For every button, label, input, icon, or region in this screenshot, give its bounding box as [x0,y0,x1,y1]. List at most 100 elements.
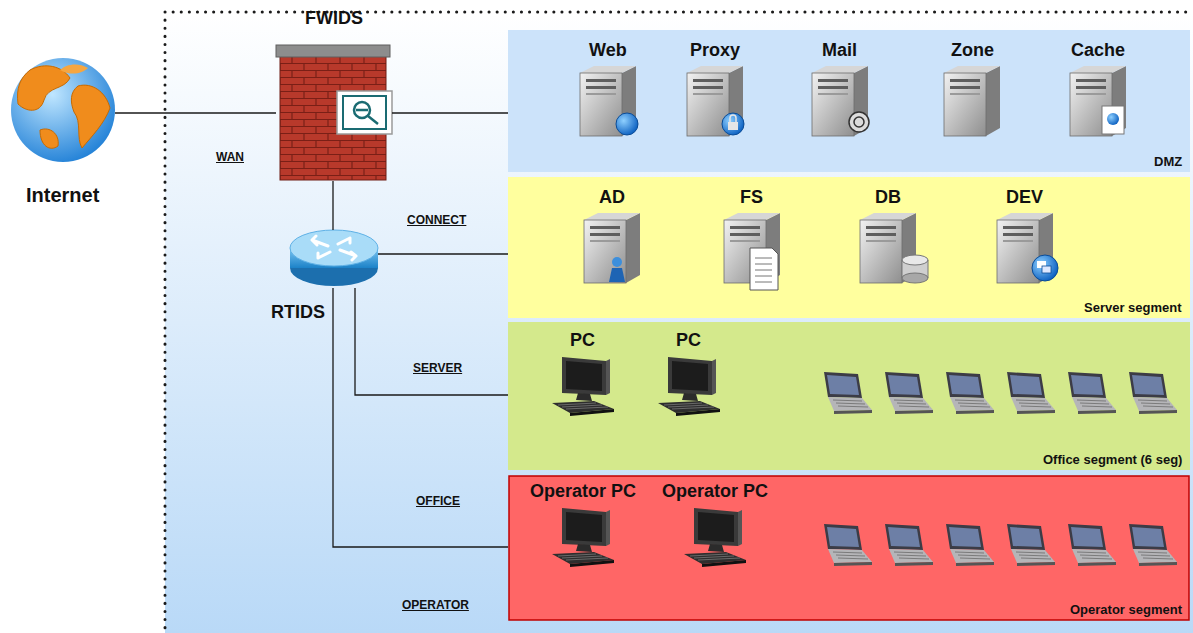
network-link [333,288,508,547]
illustration-part [849,112,869,132]
illustration-part [276,45,390,57]
illustration-part [812,66,868,136]
illustration-part [1102,106,1124,134]
server-icon: AD [582,212,642,284]
illustration-part [1070,66,1126,136]
node-label: PC [676,330,701,351]
illustration-part [1007,372,1055,414]
illustration-part [290,230,378,266]
illustration-part [750,248,778,290]
illustration-part [343,96,386,129]
illustration-part [280,54,386,180]
node-label: Zone [951,40,994,61]
node-label: FWIDS [305,8,363,29]
link-label: OFFICE [416,494,460,508]
illustration-part [684,508,746,567]
illustration-part [722,113,744,135]
illustration-part [946,372,994,414]
node-label: Cache [1071,40,1125,61]
illustration-part [1042,266,1051,273]
illustration-part [1107,113,1119,125]
illustration-part [885,372,933,414]
illustration-part [902,255,928,265]
illustration-part [902,260,928,278]
illustration-part [1007,524,1055,566]
server-band: Server segment AD FS DB DEV [508,177,1190,318]
illustration-part [1068,372,1116,414]
pc-icon: PC [654,355,724,420]
node-label: Web [589,40,627,61]
illustration-part [658,357,720,416]
node-label: RTIDS [271,302,325,323]
server-icon: Proxy [685,65,745,137]
illustration-part [1129,372,1177,414]
node-label: FS [740,187,763,208]
illustration-part [946,524,994,566]
node-label: AD [599,187,625,208]
illustration-part [11,58,115,162]
illustration-part [509,476,1189,620]
illustration-part [552,508,614,567]
node-label: Proxy [690,40,740,61]
segment-label: DMZ [1154,154,1182,169]
link-label: CONNECT [407,213,466,227]
network-link [392,112,508,113]
illustration-part [728,122,738,130]
illustration-part [312,236,356,260]
illustration-part [612,257,622,267]
pc-icon: PC [548,355,618,420]
illustration-part [824,372,872,414]
node-label: DB [875,187,901,208]
node-label: Mail [822,40,857,61]
illustration-part [356,110,378,124]
dmz-band: DMZWebProxyMailZoneCache [508,30,1190,172]
illustration-part [609,268,625,282]
illustration-part [885,524,933,566]
illustration-part [997,213,1053,283]
illustration-part [337,91,392,134]
link-label: OPERATOR [402,598,469,612]
segment-label: Server segment [1084,300,1182,315]
node-label: DEV [1006,187,1043,208]
node-label: Operator PC [662,481,768,502]
operator-band: Operator segmentOperator PCOperator PC [508,476,1190,620]
illustration-part [944,66,1000,136]
node-label: PC [570,330,595,351]
illustration-part [824,524,872,566]
server-icon: Cache [1068,65,1128,137]
pc-icon: Operator PC [680,506,750,571]
illustration-part [1129,524,1177,566]
server-icon: Zone [942,65,1002,137]
node-label: Operator PC [530,481,636,502]
pc-icon: Operator PC [548,506,618,571]
segment-label: Office segment (6 seg) [1043,452,1182,467]
node-label: Internet [26,184,99,207]
network-link [378,253,508,254]
link-label: WAN [216,150,244,164]
server-icon: Web [578,65,638,137]
network-link [332,181,333,230]
illustration-part [508,177,1190,318]
network-link [355,288,508,395]
illustration-part [552,357,614,416]
network-link [115,112,276,113]
illustration-part [1032,255,1058,281]
server-icon: Mail [810,65,870,137]
illustration-part [902,273,928,283]
illustration-part [18,66,71,110]
illustration-part [616,113,638,135]
illustration-part [854,117,864,127]
office-band: Office segment (6 seg) PC PC [508,322,1190,470]
internet-globe: Internet [11,58,115,162]
illustration-part [687,66,743,136]
illustration-part [71,85,110,148]
illustration-part [1068,524,1116,566]
router-icon: RTIDS [290,230,378,288]
illustration-part [755,258,772,282]
illustration-part [165,12,1193,633]
server-icon: FS [722,212,782,284]
illustration-part [508,30,1190,172]
illustration-part [584,213,640,283]
